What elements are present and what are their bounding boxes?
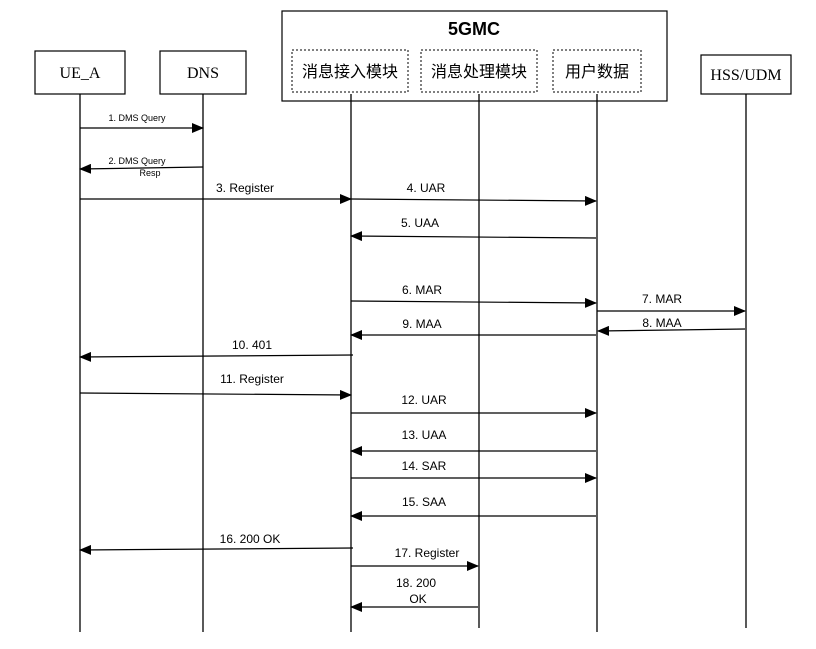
message-11: 11. Register: [79, 372, 352, 400]
message-4: 4. UAR: [350, 181, 597, 206]
message-label-line2: OK: [409, 592, 426, 606]
message-9: 9. MAA: [350, 317, 596, 340]
participant-label: UE_A: [60, 65, 101, 82]
message-label: 17. Register: [395, 546, 460, 560]
message-8: 8. MAA: [597, 316, 746, 336]
message-14: 14. SAR: [351, 459, 597, 483]
participant-label: 消息处理模块: [431, 63, 527, 81]
message-17: 17. Register: [351, 546, 479, 571]
message-5: 5. UAA: [350, 216, 597, 242]
participant-user-data: 用户数据: [552, 49, 642, 93]
message-label: 9. MAA: [402, 317, 441, 331]
participant-hss-udm: HSS/UDM: [700, 54, 792, 95]
participant-label: 消息接入模块: [302, 63, 398, 81]
message-label: 4. UAR: [407, 181, 446, 195]
participant-msg-proc: 消息处理模块: [420, 49, 538, 93]
message-label: 10. 401: [232, 338, 272, 352]
message-arrow: [79, 389, 352, 400]
message-12: 12. UAR: [351, 393, 597, 418]
message-label: 14. SAR: [402, 459, 447, 473]
message-label: 13. UAA: [402, 428, 447, 442]
message-label: 3. Register: [216, 181, 274, 195]
message-arrow: [79, 163, 204, 174]
message-13: 13. UAA: [350, 428, 596, 456]
message-1: 1. DMS Query: [80, 113, 204, 133]
participant-box: [159, 50, 247, 95]
message-arrow: [79, 544, 354, 555]
message-3: 3. Register: [80, 181, 352, 204]
message-7: 7. MAR: [597, 292, 746, 316]
participant-box: [420, 49, 538, 93]
participant-dns: DNS: [159, 50, 247, 95]
message-arrow: [597, 325, 746, 336]
message-arrow: [350, 231, 597, 242]
participant-ue-a: UE_A: [34, 50, 126, 95]
participant-msg-access: 消息接入模块: [291, 49, 409, 93]
message-arrow: [350, 195, 597, 206]
message-6: 6. MAR: [350, 283, 597, 308]
message-arrow: [350, 297, 597, 308]
group-5gmc-title: 5GMC: [448, 19, 500, 39]
message-label-line2: Resp: [139, 168, 160, 178]
message-label: 6. MAR: [402, 283, 442, 297]
message-label: 16. 200 OK: [220, 532, 281, 546]
message-arrow: [79, 351, 354, 362]
message-18: 18. 200 OK: [350, 576, 478, 612]
participant-label: HSS/UDM: [710, 67, 781, 84]
message-label: 5. UAA: [401, 216, 439, 230]
participant-box: [700, 54, 792, 95]
message-label: 8. MAA: [642, 316, 681, 330]
message-label: 12. UAR: [401, 393, 447, 407]
message-label: 15. SAA: [402, 495, 446, 509]
message-label: 1. DMS Query: [108, 113, 166, 123]
message-15: 15. SAA: [350, 495, 596, 521]
participant-box: [291, 49, 409, 93]
message-2: 2. DMS Query Resp: [79, 156, 204, 178]
message-label: 7. MAR: [642, 292, 682, 306]
message-16: 16. 200 OK: [79, 532, 354, 555]
participant-label: DNS: [187, 65, 219, 82]
message-label: 18. 200: [396, 576, 436, 590]
message-10: 10. 401: [79, 338, 354, 362]
lifelines: [79, 94, 747, 632]
participant-box: [34, 50, 126, 95]
message-label: 11. Register: [220, 372, 284, 386]
message-label: 2. DMS Query: [108, 156, 166, 166]
participant-box: [552, 49, 642, 93]
participant-label: 用户数据: [565, 63, 629, 81]
